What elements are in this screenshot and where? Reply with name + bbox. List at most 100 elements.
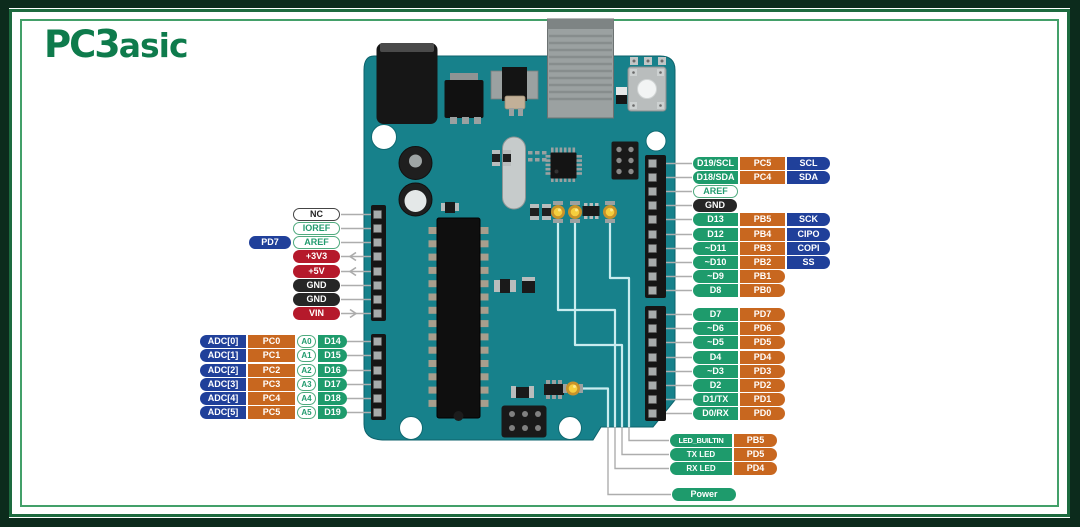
pin-row-nc: NC: [293, 208, 342, 226]
pin-pill: PB5: [734, 434, 777, 447]
pin-pill: D1/TX: [693, 393, 738, 406]
icsp-header-top: [611, 141, 639, 180]
pin-pill: D13: [693, 213, 738, 226]
pin-pill: PD1: [740, 393, 785, 406]
frame-border-right: [1070, 0, 1080, 527]
frame-inner-light-line: [20, 19, 1059, 507]
pin-pill: +5V: [293, 265, 340, 278]
mounting-hole: [645, 130, 667, 152]
status-leds: [551, 201, 617, 396]
pin-pill: PD7: [740, 308, 785, 321]
pin-pill: TX LED: [670, 448, 732, 461]
pin-pill: LED_BUILTIN: [670, 434, 732, 447]
pin-pill: ~D6: [693, 322, 738, 335]
pin-pill: D8: [693, 284, 738, 297]
pin-pill: ADC[3]: [200, 378, 246, 391]
frame-border-top: [0, 0, 1080, 8]
pin-pill: ADC[1]: [200, 349, 246, 362]
frame-border-bottom: [0, 518, 1080, 527]
pin-pill: PB0: [740, 284, 785, 297]
pin-pill: D4: [693, 351, 738, 364]
pin-pill: ~D10: [693, 256, 738, 269]
pin-pill: PB3: [740, 242, 785, 255]
pin-pill: ~D9: [693, 270, 738, 283]
pin-pill: SS: [787, 256, 830, 269]
pin-pill: PD4: [734, 462, 777, 475]
pin-pill: PD3: [740, 365, 785, 378]
pin-row-gnd-right: GND: [693, 199, 739, 217]
pin-pill: D19: [318, 406, 347, 419]
icsp-header-bottom: [501, 405, 547, 438]
frame-inner-dark-line: [9, 9, 1070, 517]
pin-pill: A4: [297, 392, 316, 405]
pin-pill: PB4: [740, 228, 785, 241]
pin-pill: PD2: [740, 379, 785, 392]
pin-pill: GND: [693, 199, 737, 212]
pin-pill: PD5: [734, 448, 777, 461]
pin-pill: AREF: [293, 236, 340, 249]
pin-pill: D19/SCL: [693, 157, 738, 170]
pin-pill: PD5: [740, 336, 785, 349]
pin-pill: PC0: [248, 335, 295, 348]
pin-row-gnd2: GND: [293, 293, 342, 311]
pin-row-3v3: +3V3: [293, 250, 342, 268]
pin-pill: D18: [318, 392, 347, 405]
pin-row-gnd1: GND: [293, 279, 342, 297]
atmega328-chip: [428, 217, 489, 421]
pin-row-ioref: IOREF: [293, 222, 342, 240]
pin-pill: PD6: [740, 322, 785, 335]
pin-pill: GND: [293, 279, 340, 292]
pin-pill: D2: [693, 379, 738, 392]
pin-pill: PD7: [249, 236, 291, 249]
pin-pill: PB1: [740, 270, 785, 283]
pcbasic-logo: PC3asic: [44, 22, 189, 68]
usb-connector: [547, 18, 614, 119]
pin-row-vin: VIN: [293, 307, 342, 325]
pin-pill: D7: [693, 308, 738, 321]
mounting-hole: [558, 416, 582, 440]
pin-pill: RX LED: [670, 462, 732, 475]
mounting-hole: [371, 124, 397, 150]
frame-border-left: [0, 0, 9, 527]
pin-pill: D16: [318, 364, 347, 377]
pin-pill: A3: [297, 378, 316, 391]
pin-pill: D15: [318, 349, 347, 362]
logo-prefix: PC: [44, 23, 96, 66]
logo-suffix: asic: [118, 26, 189, 65]
pin-pill: +3V3: [293, 250, 340, 263]
pin-pill: ~D5: [693, 336, 738, 349]
pin-pill: ADC[0]: [200, 335, 246, 348]
pin-pill: PB5: [740, 213, 785, 226]
pin-pill: PC4: [248, 392, 295, 405]
pin-pill: COPI: [787, 242, 830, 255]
pin-pill: NC: [293, 208, 340, 221]
pin-pill: GND: [293, 293, 340, 306]
pin-pill: ADC[5]: [200, 406, 246, 419]
pin-pill: PC3: [248, 378, 295, 391]
pin-pill: SDA: [787, 171, 830, 184]
pin-pill: AREF: [693, 185, 738, 198]
pin-pill: CIPO: [787, 228, 830, 241]
